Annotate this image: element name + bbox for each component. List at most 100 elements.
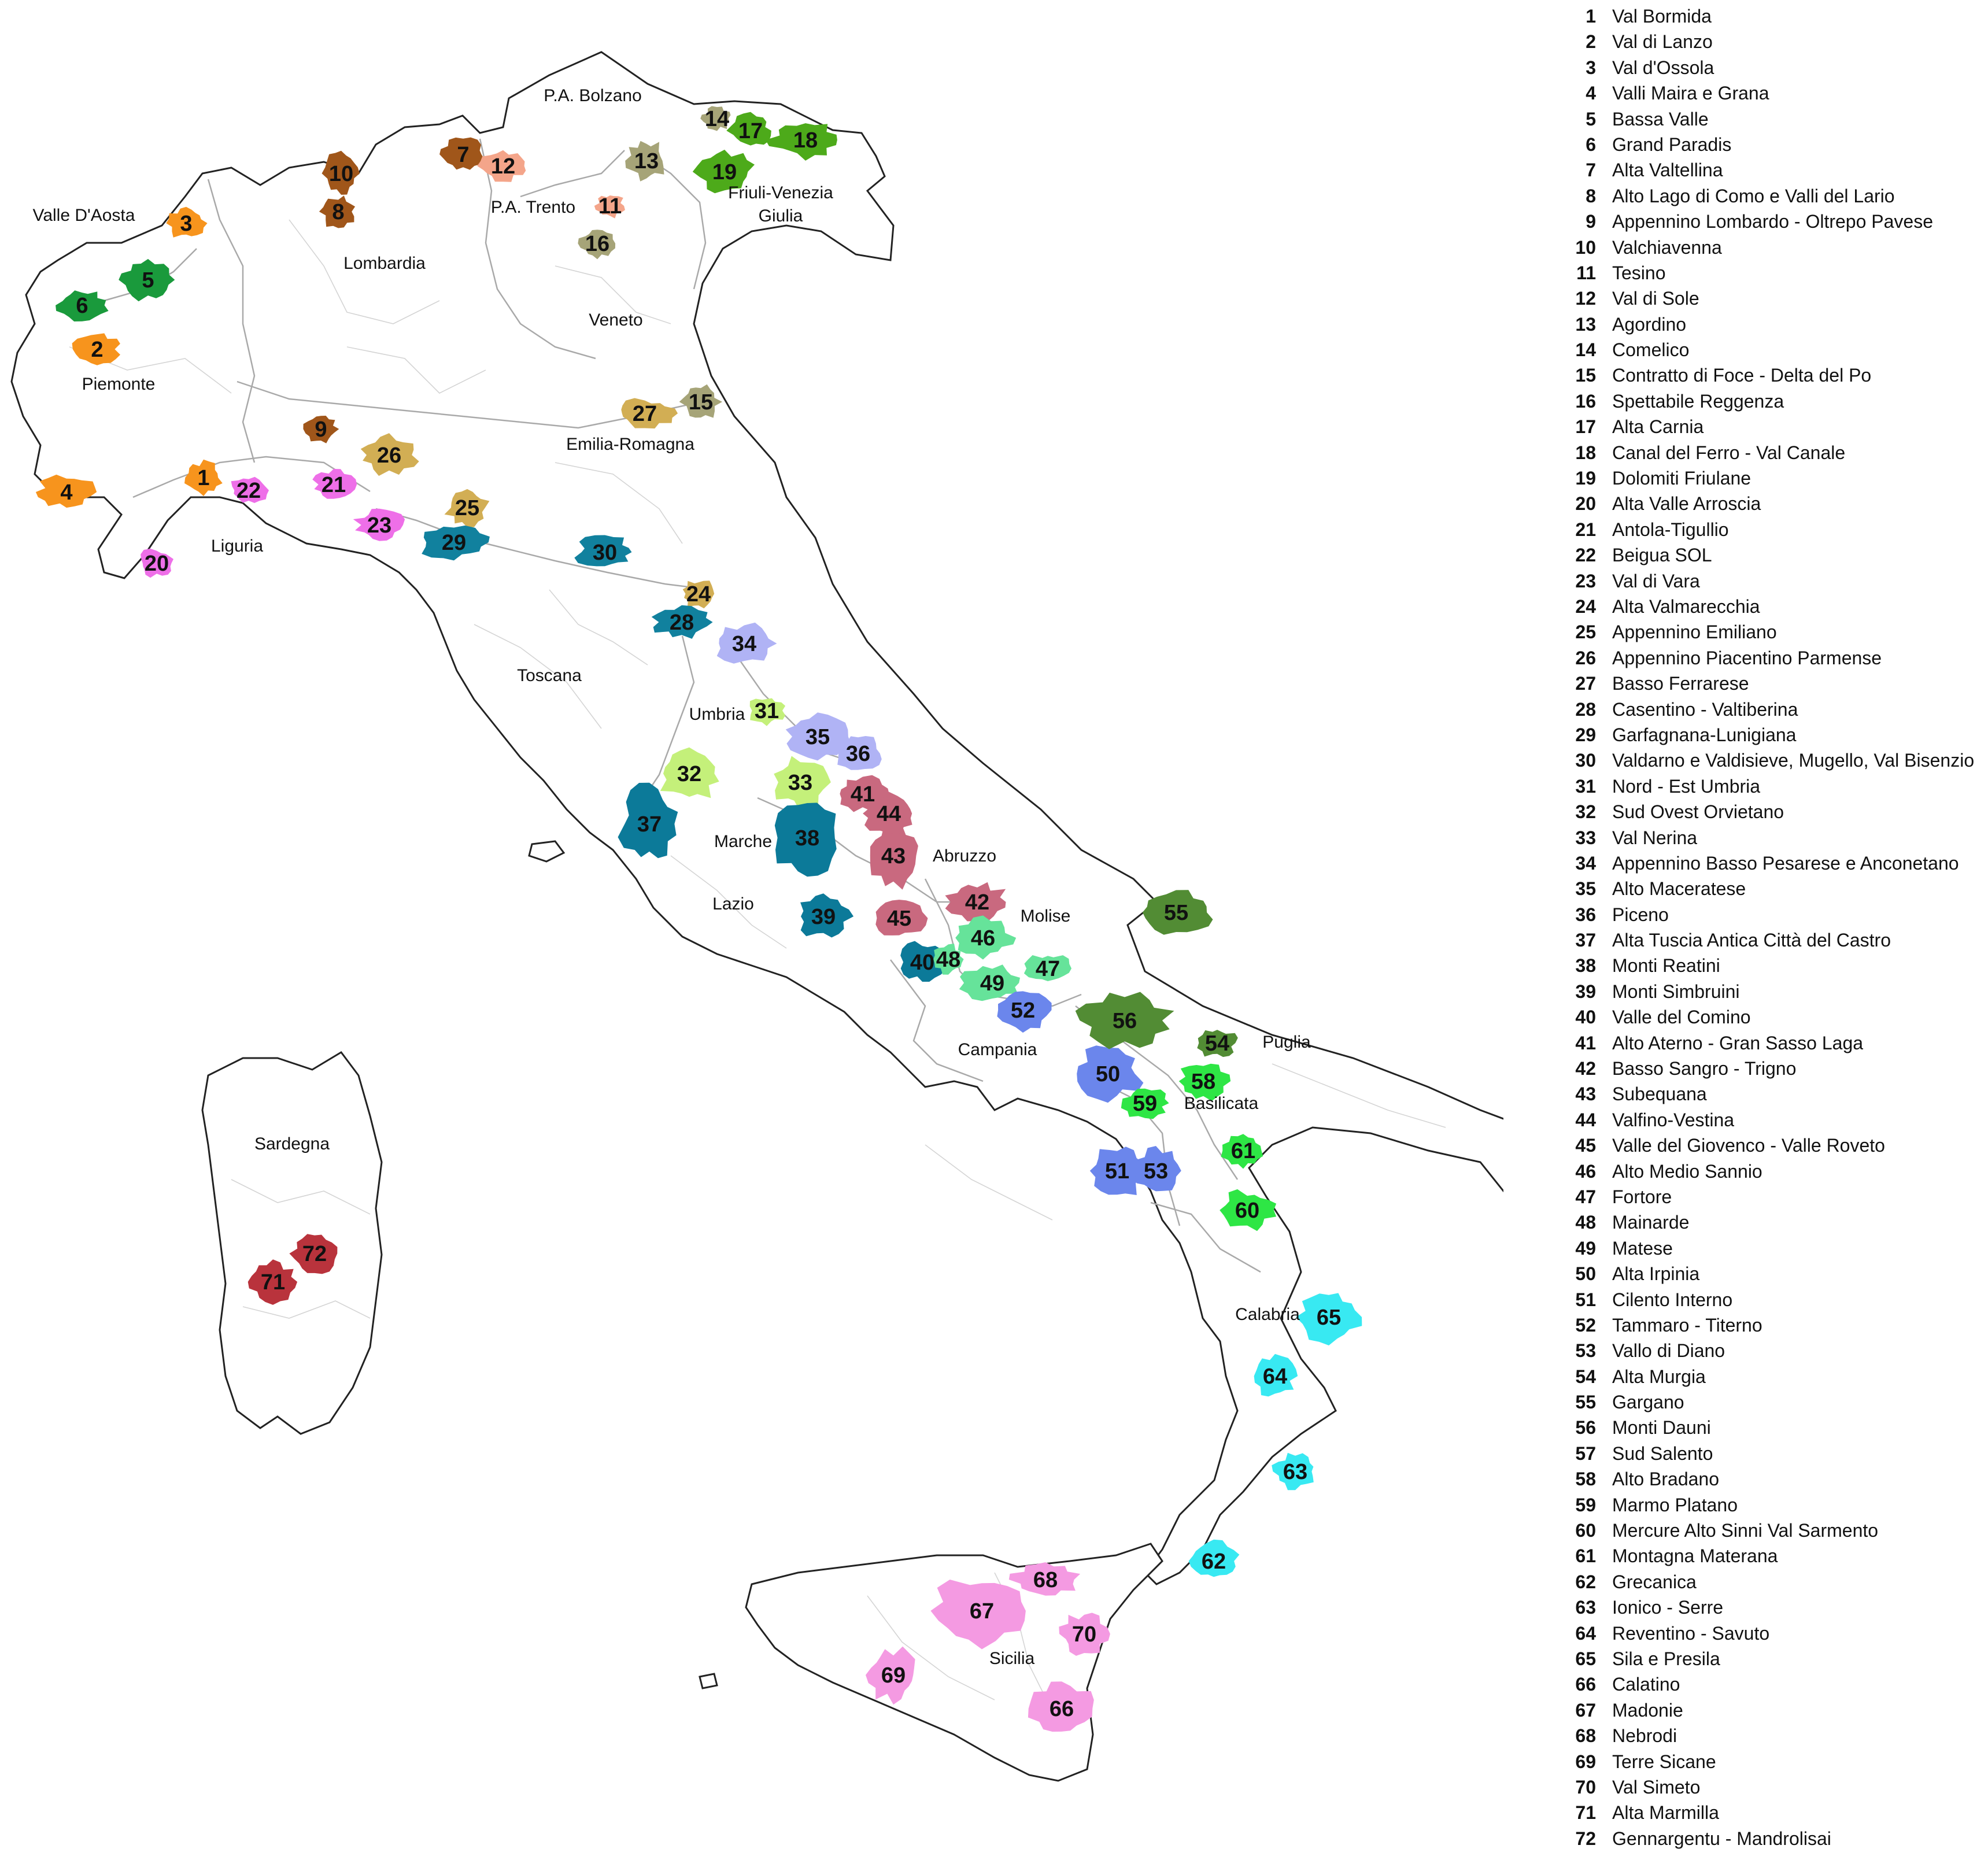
area-23-shape xyxy=(353,508,405,541)
legend-item-name: Cilento Interno xyxy=(1612,1289,1733,1310)
legend-item-number: 39 xyxy=(1575,981,1596,1002)
legend-item-number: 14 xyxy=(1575,339,1596,361)
legend-item-name: Garfagnana-Lunigiana xyxy=(1612,724,1797,745)
area-2-number: 2 xyxy=(91,338,103,362)
area-27-shape xyxy=(621,398,678,429)
legend-item-name: Appennino Lombardo - Oltrepo Pavese xyxy=(1612,211,1934,232)
legend-item-number: 32 xyxy=(1575,801,1596,823)
area-40-number: 40 xyxy=(910,951,934,975)
legend-item-name: Val di Vara xyxy=(1612,570,1700,591)
area-36-shape xyxy=(837,736,882,770)
area-65-shape xyxy=(1296,1293,1362,1345)
small-island xyxy=(699,1673,718,1689)
area-35-shape xyxy=(785,712,851,761)
province-border xyxy=(1272,1063,1446,1128)
legend-item-name: Appennino Basso Pesarese e Anconetano xyxy=(1612,852,1959,874)
legend-item-number: 71 xyxy=(1575,1802,1596,1824)
area-43-shape xyxy=(870,823,918,890)
region-label: Lombardia xyxy=(343,254,426,273)
legend-item-name: Vallo di Diano xyxy=(1612,1340,1725,1362)
legend-item-number: 56 xyxy=(1575,1417,1596,1439)
area-58-number: 58 xyxy=(1191,1070,1215,1094)
legend-item-name: Agordino xyxy=(1612,313,1687,335)
area-49-shape xyxy=(959,964,1020,1001)
legend-item-number: 41 xyxy=(1575,1032,1596,1053)
legend-item-name: Montagna Materana xyxy=(1612,1545,1778,1567)
region-border xyxy=(479,138,596,360)
legend-item: 49 Matese xyxy=(1555,1236,1983,1261)
area-56-number: 56 xyxy=(1113,1009,1137,1033)
region-label: Abruzzo xyxy=(933,846,996,866)
legend-item: 51 Cilento Interno xyxy=(1555,1287,1983,1312)
legend-item-number: 72 xyxy=(1575,1828,1596,1849)
area-3-number: 3 xyxy=(180,212,192,236)
area-37-shape xyxy=(618,782,678,859)
legend-item-number: 43 xyxy=(1575,1084,1596,1105)
province-border xyxy=(474,624,602,729)
area-5-number: 5 xyxy=(142,268,154,293)
area-61-shape xyxy=(1221,1134,1263,1169)
legend-item-name: Matese xyxy=(1612,1237,1673,1259)
area-30-shape xyxy=(574,535,632,567)
area-20-number: 20 xyxy=(145,552,169,576)
area-36-number: 36 xyxy=(846,742,870,766)
area-12-shape xyxy=(477,150,526,182)
area-29-number: 29 xyxy=(442,531,466,555)
legend-item-name: Basso Sangro - Trigno xyxy=(1612,1058,1797,1079)
area-33-shape xyxy=(774,756,831,812)
area-55-number: 55 xyxy=(1164,901,1188,925)
legend-item-number: 26 xyxy=(1575,647,1596,668)
area-45-number: 45 xyxy=(887,907,911,931)
region-border xyxy=(237,380,689,429)
area-37-number: 37 xyxy=(637,812,662,837)
area-1-shape xyxy=(184,459,223,496)
area-59-shape xyxy=(1121,1088,1169,1119)
region-label: Emilia-Romagna xyxy=(566,435,694,454)
legend-item-name: Basso Ferrarese xyxy=(1612,673,1749,694)
legend-item: 61 Montagna Materana xyxy=(1555,1543,1983,1569)
area-39-number: 39 xyxy=(811,905,836,929)
area-9-number: 9 xyxy=(315,417,327,442)
legend-item-name: Monti Reatini xyxy=(1612,955,1720,977)
legend-item-name: Alta Irpinia xyxy=(1612,1263,1700,1285)
area-70-number: 70 xyxy=(1072,1622,1096,1647)
area-11-number: 11 xyxy=(598,194,622,219)
province-border xyxy=(289,219,440,324)
area-34-number: 34 xyxy=(732,632,756,656)
legend-item-number: 35 xyxy=(1575,878,1596,900)
region-label: Puglia xyxy=(1262,1033,1311,1052)
area-41-number: 41 xyxy=(851,782,875,807)
area-11-shape xyxy=(594,195,625,219)
area-52-number: 52 xyxy=(1011,999,1035,1023)
area-1-number: 1 xyxy=(197,466,209,490)
legend-item-number: 54 xyxy=(1575,1366,1596,1387)
legend-item-number: 51 xyxy=(1575,1289,1596,1310)
legend-item-name: Fortore xyxy=(1612,1186,1672,1207)
area-24-shape xyxy=(682,580,715,609)
legend-item-number: 33 xyxy=(1575,827,1596,848)
legend-item-number: 49 xyxy=(1575,1237,1596,1259)
legend-item-name: Canal del Ferro - Val Canale xyxy=(1612,442,1846,463)
area-38-shape xyxy=(774,803,837,877)
legend-item-name: Alta Tuscia Antica Città del Castro xyxy=(1612,930,1891,951)
area-25-shape xyxy=(444,489,490,527)
legend-item-number: 61 xyxy=(1575,1545,1596,1567)
legend-item-name: Monti Simbruini xyxy=(1612,981,1740,1002)
legend-item-name: Val d'Ossola xyxy=(1612,57,1714,78)
legend-item-name: Tesino xyxy=(1612,262,1666,283)
